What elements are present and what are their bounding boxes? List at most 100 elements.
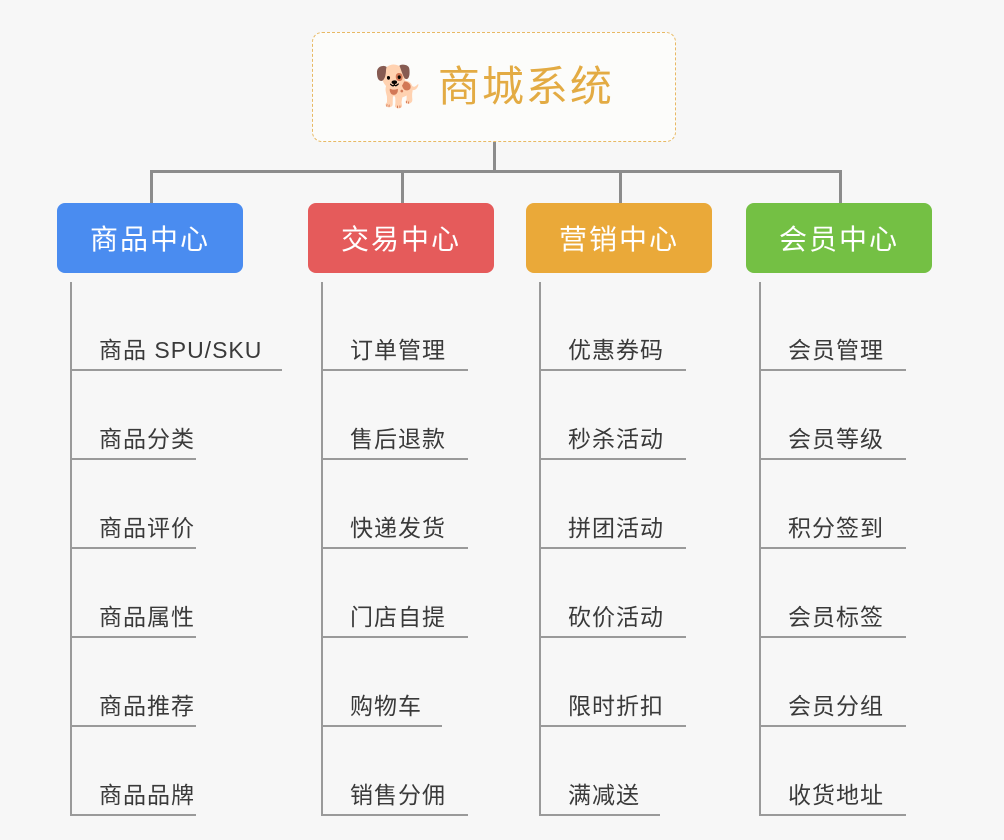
- leaf-item[interactable]: 购物车: [308, 638, 494, 727]
- leaf-item[interactable]: 砍价活动: [526, 549, 712, 638]
- category-column-trade-center: 交易中心订单管理售后退款快递发货门店自提购物车销售分佣: [308, 203, 494, 816]
- leaf-underline: [539, 458, 686, 460]
- leaf-item[interactable]: 商品评价: [57, 460, 243, 549]
- leaf-item[interactable]: 销售分佣: [308, 727, 494, 816]
- connector-drop-marketing-center: [619, 170, 622, 203]
- leaf-underline: [321, 547, 468, 549]
- leaf-list-product-center: 商品 SPU/SKU 商品分类商品评价商品属性商品推荐商品品牌: [57, 273, 282, 816]
- leaf-item-label: 商品属性: [99, 604, 195, 630]
- leaf-underline: [321, 369, 468, 371]
- leaf-underline: [759, 814, 906, 816]
- category-box-member-center[interactable]: 会员中心: [746, 203, 932, 273]
- leaf-item[interactable]: 订单管理: [308, 282, 494, 371]
- leaf-list-member-center: 会员管理会员等级积分签到会员标签会员分组收货地址: [746, 273, 932, 816]
- leaf-item-label: 收货地址: [788, 782, 884, 808]
- leaf-underline: [70, 547, 196, 549]
- category-label: 会员中心: [778, 224, 899, 255]
- leaf-item-label: 满减送: [568, 782, 640, 808]
- category-box-product-center[interactable]: 商品中心: [57, 203, 243, 273]
- leaf-item[interactable]: 会员等级: [746, 371, 932, 460]
- leaf-item-label: 商品品牌: [99, 782, 195, 808]
- leaf-item-label: 商品评价: [99, 515, 195, 541]
- category-box-trade-center[interactable]: 交易中心: [308, 203, 494, 273]
- leaf-item[interactable]: 商品品牌: [57, 727, 243, 816]
- leaf-item-label: 会员分组: [788, 693, 884, 719]
- leaf-underline: [759, 725, 906, 727]
- leaf-item-label: 售后退款: [350, 426, 446, 452]
- leaf-item[interactable]: 满减送: [526, 727, 712, 816]
- leaf-underline: [70, 458, 196, 460]
- branch-spine: [539, 282, 541, 816]
- leaf-item-label: 快递发货: [350, 515, 446, 541]
- category-column-marketing-center: 营销中心优惠券码秒杀活动拼团活动砍价活动限时折扣满减送: [526, 203, 712, 816]
- leaf-underline: [70, 369, 282, 371]
- connector-drop-member-center: [839, 170, 842, 203]
- leaf-item-label: 销售分佣: [350, 782, 446, 808]
- leaf-underline: [70, 814, 196, 816]
- category-label: 商品中心: [89, 224, 210, 255]
- leaf-item-label: 会员等级: [788, 426, 884, 452]
- leaf-item-label: 商品 SPU/SKU: [99, 337, 263, 363]
- leaf-underline: [539, 636, 686, 638]
- leaf-item[interactable]: 会员分组: [746, 638, 932, 727]
- leaf-item-label: 购物车: [350, 693, 422, 719]
- leaf-item[interactable]: 秒杀活动: [526, 371, 712, 460]
- leaf-item[interactable]: 商品分类: [57, 371, 243, 460]
- connector-bus: [150, 170, 842, 173]
- leaf-item[interactable]: 优惠券码: [526, 282, 712, 371]
- leaf-item-label: 订单管理: [350, 337, 446, 363]
- category-box-marketing-center[interactable]: 营销中心: [526, 203, 712, 273]
- leaf-underline: [759, 636, 906, 638]
- branch-spine: [321, 282, 323, 816]
- category-label: 交易中心: [340, 224, 461, 255]
- shiba-dog-face-icon: 🐕: [374, 65, 424, 109]
- leaf-underline: [321, 814, 468, 816]
- leaf-underline: [759, 458, 906, 460]
- leaf-underline: [321, 636, 468, 638]
- leaf-item[interactable]: 会员管理: [746, 282, 932, 371]
- leaf-underline: [759, 547, 906, 549]
- leaf-list-marketing-center: 优惠券码秒杀活动拼团活动砍价活动限时折扣满减送: [526, 273, 712, 816]
- leaf-item-label: 秒杀活动: [568, 426, 664, 452]
- leaf-item[interactable]: 商品 SPU/SKU: [57, 282, 282, 371]
- leaf-item[interactable]: 门店自提: [308, 549, 494, 638]
- leaf-item[interactable]: 收货地址: [746, 727, 932, 816]
- leaf-item-label: 优惠券码: [568, 337, 664, 363]
- category-column-member-center: 会员中心会员管理会员等级积分签到会员标签会员分组收货地址: [746, 203, 932, 816]
- leaf-item[interactable]: 商品推荐: [57, 638, 243, 727]
- root-node-title: 商城系统: [437, 63, 614, 110]
- connector-drop-trade-center: [401, 170, 404, 203]
- leaf-item[interactable]: 快递发货: [308, 460, 494, 549]
- connector-root-stem: [493, 142, 496, 173]
- root-node-shop-system[interactable]: 🐕 商城系统: [312, 32, 676, 142]
- leaf-underline: [539, 725, 686, 727]
- leaf-item[interactable]: 积分签到: [746, 460, 932, 549]
- branch-spine: [759, 282, 761, 816]
- leaf-item-label: 拼团活动: [568, 515, 664, 541]
- leaf-underline: [70, 725, 196, 727]
- leaf-item[interactable]: 售后退款: [308, 371, 494, 460]
- leaf-item-label: 会员管理: [788, 337, 884, 363]
- leaf-item[interactable]: 拼团活动: [526, 460, 712, 549]
- leaf-item[interactable]: 商品属性: [57, 549, 243, 638]
- leaf-item-label: 砍价活动: [568, 604, 664, 630]
- leaf-item-label: 商品分类: [99, 426, 195, 452]
- leaf-item[interactable]: 限时折扣: [526, 638, 712, 727]
- leaf-list-trade-center: 订单管理售后退款快递发货门店自提购物车销售分佣: [308, 273, 494, 816]
- leaf-underline: [759, 369, 906, 371]
- leaf-underline: [539, 814, 660, 816]
- leaf-item-label: 积分签到: [788, 515, 884, 541]
- leaf-underline: [321, 458, 468, 460]
- category-column-product-center: 商品中心商品 SPU/SKU 商品分类商品评价商品属性商品推荐商品品牌: [57, 203, 282, 816]
- leaf-underline: [539, 547, 686, 549]
- leaf-underline: [70, 636, 196, 638]
- leaf-underline: [539, 369, 686, 371]
- leaf-item-label: 门店自提: [350, 604, 446, 630]
- leaf-item-label: 会员标签: [788, 604, 884, 630]
- leaf-underline: [321, 725, 442, 727]
- leaf-item-label: 商品推荐: [99, 693, 195, 719]
- leaf-item-label: 限时折扣: [568, 693, 664, 719]
- leaf-item[interactable]: 会员标签: [746, 549, 932, 638]
- category-label: 营销中心: [558, 224, 679, 255]
